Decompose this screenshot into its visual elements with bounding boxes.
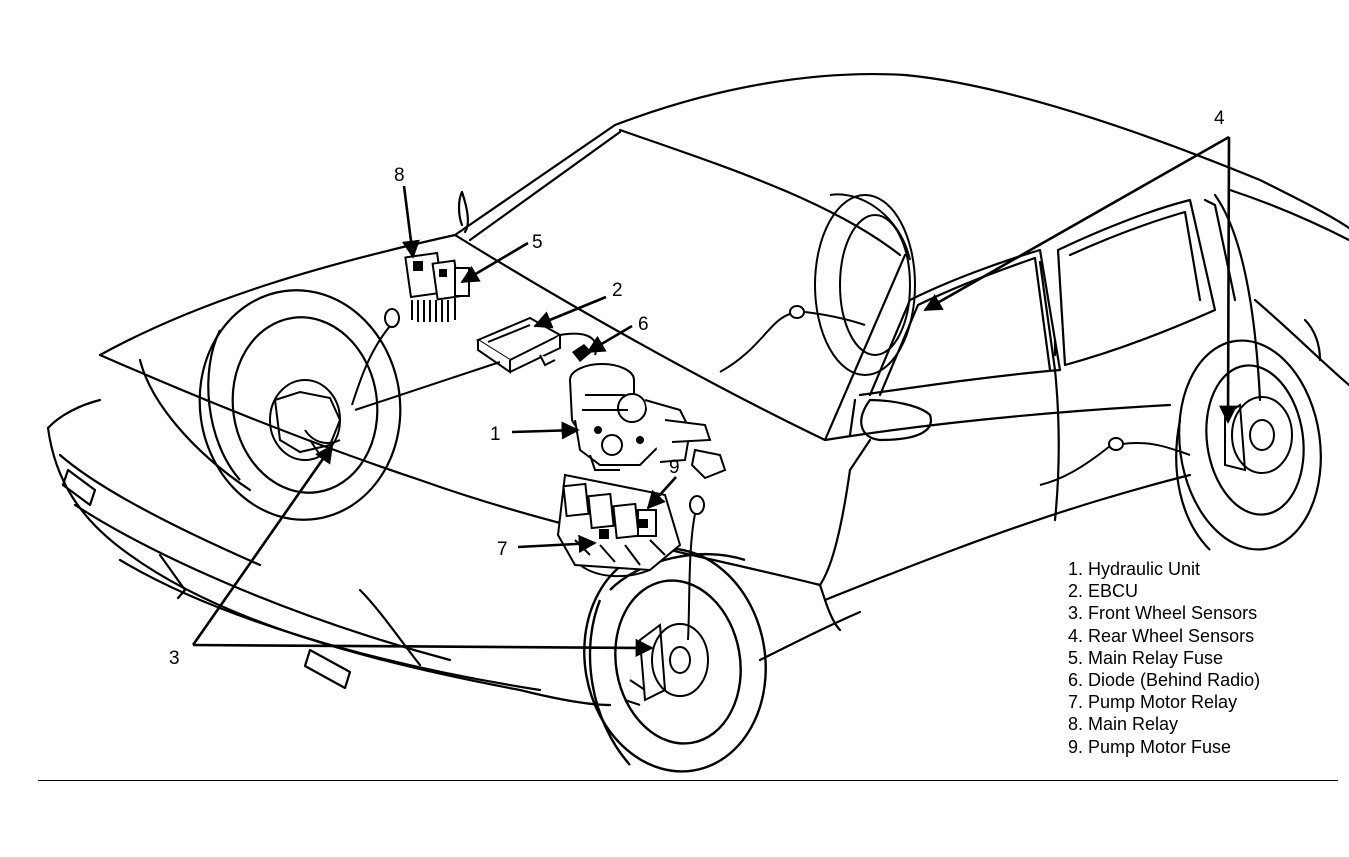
rear-side-window [1056, 198, 1217, 367]
legend-item: 2. EBCU [1068, 581, 1139, 602]
rear-brake-drum [1224, 396, 1293, 474]
sensor-wiring [351, 305, 1191, 641]
legend-item: 5. Main Relay Fuse [1068, 647, 1224, 668]
leader-1 [511, 421, 580, 440]
legend-item: 8. Main Relay [1068, 714, 1179, 735]
callout-3: 3 [169, 648, 180, 669]
leader-5 [460, 241, 529, 284]
side-body [823, 403, 1172, 442]
leader-4a [923, 135, 1230, 312]
leader-4b [1218, 136, 1238, 424]
leader-3a [191, 444, 334, 646]
callout-9: 9 [669, 457, 680, 478]
windshield [453, 123, 907, 442]
legend-item: 7. Pump Motor Relay [1068, 692, 1238, 713]
leader-3b [192, 638, 654, 657]
callout-8: 8 [394, 165, 405, 186]
pump-motor-relay-block [556, 473, 682, 578]
diode [572, 344, 592, 362]
hood [98, 233, 457, 357]
main-relay-assembly [404, 251, 470, 322]
legend-item: 1. Hydraulic Unit [1068, 559, 1201, 579]
legend-item: 3. Front Wheel Sensors [1068, 603, 1258, 624]
legend-item: 4. Rear Wheel Sensors [1068, 625, 1255, 646]
front-side-window [868, 248, 1062, 397]
car-body [46, 72, 1349, 707]
callout-numbers: 1 2 3 4 5 6 7 8 9 [169, 108, 1225, 669]
ebcu-module [475, 316, 598, 374]
callout-2: 2 [612, 280, 623, 301]
leader-lines [191, 135, 1238, 657]
leader-8 [401, 185, 420, 259]
callout-5: 5 [532, 232, 543, 253]
leader-6 [586, 324, 633, 354]
car-roof [613, 72, 1349, 230]
rear-far-wheel [814, 193, 916, 376]
right-front-wheel [583, 547, 767, 773]
hydraulic-unit [569, 363, 727, 480]
callout-4: 4 [1214, 108, 1225, 129]
rear-near-wheel [1175, 339, 1322, 551]
left-front-wheel [198, 289, 402, 521]
callout-6: 6 [638, 314, 649, 335]
callout-1: 1 [490, 424, 501, 445]
callout-7: 7 [497, 539, 508, 560]
legend-item: 6. Diode (Behind Radio) [1068, 670, 1261, 691]
leader-7 [517, 534, 597, 553]
leader-9 [646, 476, 677, 510]
component-legend: 1. Hydraulic Unit 2. EBCU 3. Front Wheel… [1068, 558, 1260, 758]
right-front-brake-rotor [624, 623, 709, 706]
side-mirror [860, 398, 933, 442]
leader-2 [533, 295, 607, 329]
bottom-divider [38, 780, 1338, 781]
legend-item: 9. Pump Motor Fuse [1068, 736, 1232, 757]
